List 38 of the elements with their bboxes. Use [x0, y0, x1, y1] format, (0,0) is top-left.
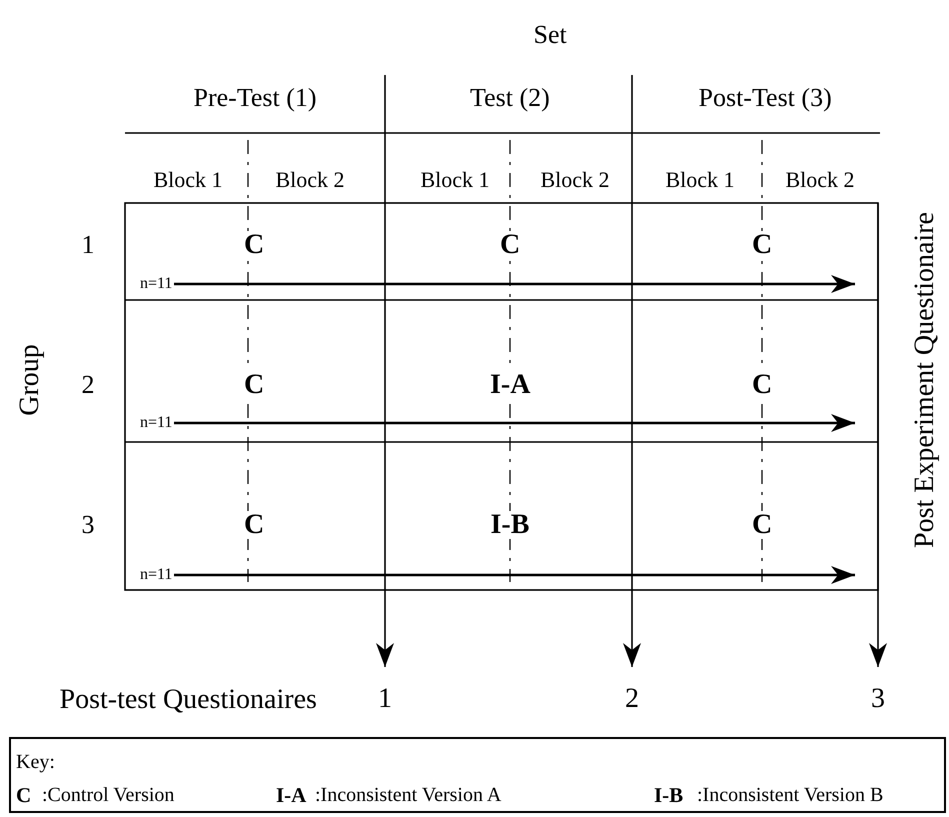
- header-label: Block 2: [276, 169, 345, 191]
- legend-text: :Inconsistent Version A: [315, 785, 502, 805]
- header-label: Test (2): [470, 85, 550, 111]
- header-label: Set: [534, 22, 567, 48]
- arrow: [174, 414, 855, 432]
- condition-label: C: [752, 511, 772, 539]
- legend-text: :Inconsistent Version B: [697, 785, 884, 805]
- sample-size-label: n=11: [140, 415, 172, 431]
- sample-size-label: n=11: [140, 567, 172, 583]
- header-label: Post-test Questionaires: [60, 686, 317, 714]
- axis-label: Group: [16, 344, 44, 416]
- header-label: 3: [82, 512, 94, 538]
- header-label: Block 2: [786, 169, 855, 191]
- condition-label: I-A: [490, 371, 530, 399]
- arrow: [174, 566, 855, 584]
- questionnaire-number: 1: [378, 667, 392, 713]
- header-label: Post-Test (3): [698, 85, 832, 111]
- condition-label: I-B: [490, 511, 530, 539]
- arrow: [623, 75, 641, 667]
- condition-label: C: [752, 371, 772, 399]
- arrow: [869, 203, 887, 667]
- legend-text: :Control Version: [42, 785, 174, 805]
- header-label: Block 1: [666, 169, 735, 191]
- axis-label: Post Experiment Questionaire: [910, 212, 939, 548]
- condition-label: C: [244, 371, 264, 399]
- questionnaire-number: 2: [625, 667, 639, 713]
- questionnaire-number: 3: [871, 667, 885, 713]
- arrow: [174, 275, 855, 293]
- header-label: Block 2: [540, 169, 610, 191]
- sample-size-label: n=11: [140, 276, 172, 292]
- header-label: Block 1: [420, 169, 490, 191]
- header-label: Pre-Test (1): [194, 85, 317, 111]
- arrow: [376, 75, 394, 667]
- header-label: Block 1: [154, 169, 223, 191]
- legend-title: Key:: [16, 752, 55, 772]
- header-label: 1: [82, 232, 94, 258]
- header-label: 2: [82, 372, 94, 398]
- condition-label: C: [244, 511, 264, 539]
